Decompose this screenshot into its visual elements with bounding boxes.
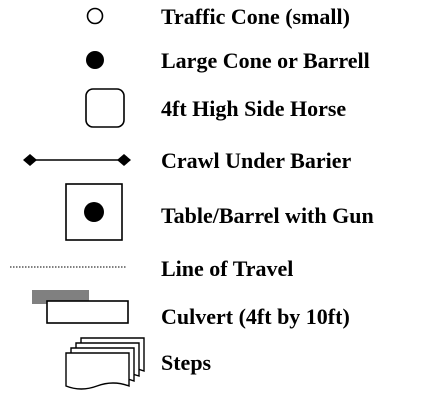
culvert-symbol — [32, 290, 129, 324]
steps-symbol — [65, 337, 145, 390]
legend-label-crawl-under-barrier: Crawl Under Barier — [161, 148, 352, 173]
large-cone-or-barrel-symbol — [86, 51, 104, 69]
table-barrel-with-gun-symbol — [65, 183, 123, 241]
legend-label-large-cone-or-barrel: Large Cone or Barrell — [161, 48, 370, 73]
legend-label-side-horse: 4ft High Side Horse — [161, 96, 347, 121]
legend-label-culvert: Culvert (4ft by 10ft) — [161, 304, 350, 329]
legend-label-table-barrel-with-gun: Table/Barrel with Gun — [161, 203, 374, 228]
traffic-cone-small-symbol — [86, 7, 104, 25]
crawl-under-barrier-symbol — [23, 154, 131, 166]
legend-label-traffic-cone-small: Traffic Cone (small) — [161, 4, 350, 29]
legend-label-steps: Steps — [161, 350, 212, 375]
legend-label-line-of-travel: Line of Travel — [161, 256, 294, 281]
side-horse-symbol — [85, 88, 125, 128]
